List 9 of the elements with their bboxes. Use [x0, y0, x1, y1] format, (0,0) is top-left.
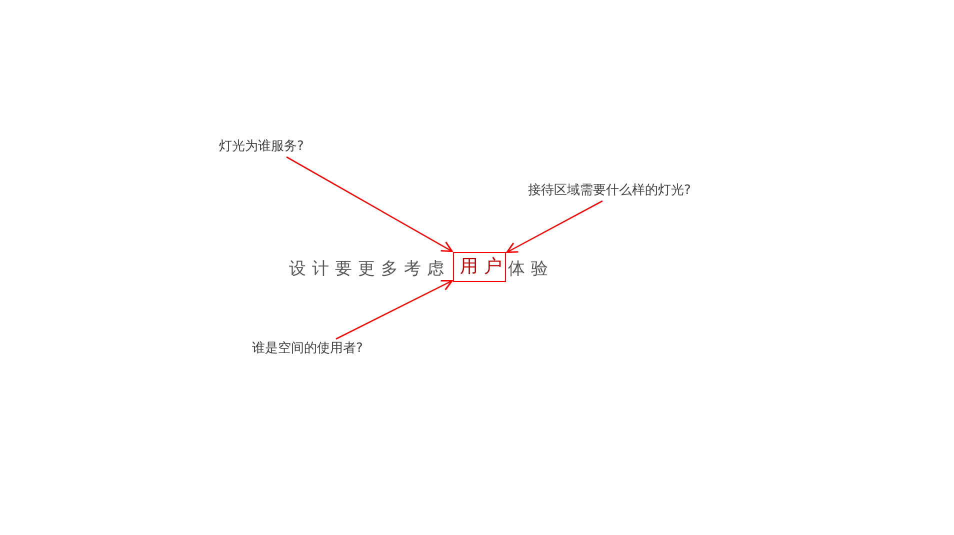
question-text: 接待区域需要什么样的灯光? — [528, 182, 714, 200]
arrow — [506, 200, 603, 253]
sentence-text: 设计要更多考虑 — [289, 259, 450, 279]
highlight-box: 用户 — [453, 252, 506, 282]
sentence-text: 体验 — [508, 259, 554, 279]
arrow — [286, 156, 453, 252]
question-text: 谁是空间的使用者? — [252, 340, 380, 358]
arrow — [336, 280, 453, 340]
question-text: 灯光为谁服务? — [219, 138, 319, 156]
